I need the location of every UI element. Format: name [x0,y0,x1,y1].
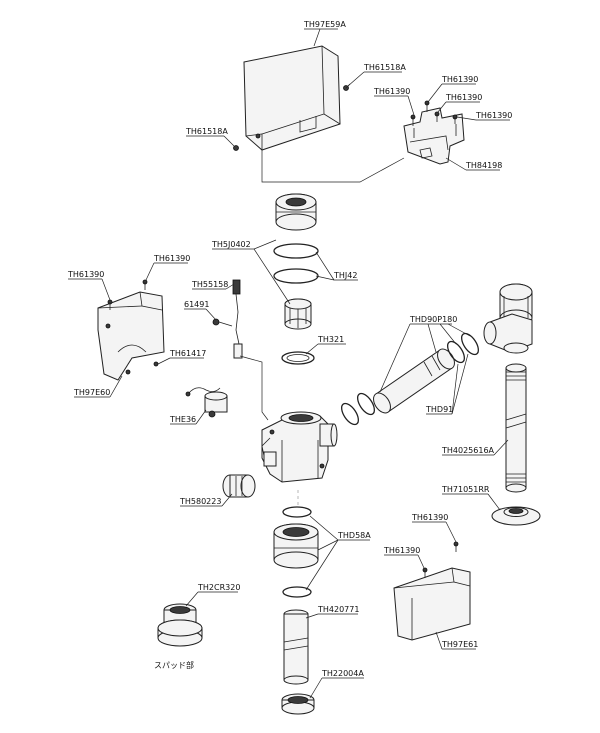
right-cover-part [393,567,471,641]
left-cover-part [97,291,165,381]
label-th5j0402: TH5J0402 [211,240,251,249]
label-th2cr320: TH2CR320 [197,583,240,592]
label-thd91: THD91 [425,405,453,414]
label-th61390-b: TH61390 [373,87,410,96]
label-thj42: THJ42 [333,271,357,280]
label-th61417: TH61417 [169,349,206,358]
label-thd90p180: THD90P180 [409,315,457,324]
label-spud: スパッド部 [154,660,194,670]
supply-pipe-part [505,363,527,493]
label-th61518a-top: TH61518A [363,63,406,72]
label-61491: 61491 [184,300,209,309]
gasket-lower [282,586,312,598]
check-valve-thd58a [273,523,319,569]
gasket-upper [282,506,312,518]
label-th580223: TH580223 [179,497,221,506]
label-th420771: TH420771 [317,605,359,614]
top-cover-part [243,45,341,151]
label-th61390-a: TH61390 [441,75,478,84]
valve-core-part [284,298,312,330]
label-th61390-c: TH61390 [445,93,482,102]
valve-body-part [261,411,338,483]
diaphragm-top-part [275,193,317,231]
label-th61390-r2: TH61390 [383,546,420,555]
label-th22004a: TH22004A [321,669,364,678]
label-th61518a-left: TH61518A [185,127,228,136]
seal-ring-th321 [281,351,315,365]
label-th71051rr: TH71051RR [441,485,490,494]
label-th84198: TH84198 [465,161,502,170]
label-th97e59a: TH97E59A [303,20,346,29]
part-labels: TH97E59A TH61518A TH61518A TH61390 TH613… [67,20,512,678]
flush-pipe-th420771 [283,609,309,685]
leader-lines [68,28,510,699]
solenoid-the36 [185,387,228,418]
label-the36: THE36 [169,415,196,424]
label-th61390-left1: TH61390 [67,270,104,279]
label-th61390-d: TH61390 [475,111,512,120]
strainer-th580223 [222,474,256,498]
spud-th2cr320 [157,603,203,647]
bracket-part [403,107,465,165]
label-th4025616a: TH4025616A [441,446,495,455]
screw-th61518a-left [233,145,239,151]
screw-th61417 [153,361,159,367]
label-th55158: TH55158 [191,280,228,289]
label-th61390-left2: TH61390 [153,254,190,263]
label-th61390-r1: TH61390 [411,513,448,522]
label-thd58a: THD58A [337,531,371,540]
label-th97e61: TH97E61 [441,640,478,649]
nut-th22004a [281,693,315,715]
o-rings-thj42 [273,243,319,284]
clip-61491 [212,318,233,327]
label-th97e60: TH97E60 [73,388,110,397]
o-rings-thd91 [340,332,480,426]
cable-th55158 [232,279,243,359]
flange-th71051rr [491,506,541,526]
angle-valve-part [483,283,533,354]
label-th321: TH321 [317,335,344,344]
